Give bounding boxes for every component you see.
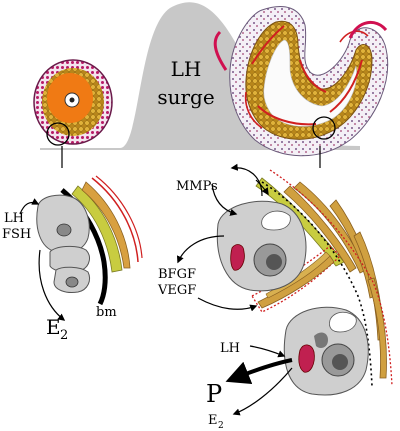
left-e2-subscript: 2	[60, 328, 68, 343]
vessel-red-1	[251, 25, 363, 126]
right-e2-label: E	[208, 413, 218, 428]
preovulatory-follicle	[33, 59, 113, 146]
bfgf-label: BFGF	[158, 267, 196, 282]
vessel-dotted-1	[269, 169, 393, 387]
ruptured-follicle	[213, 6, 389, 157]
basement-membrane-label: bm	[96, 305, 117, 320]
mmps-label: MMPs	[176, 179, 218, 194]
mitochondria-upper	[230, 244, 245, 271]
lh-arrow	[249, 345, 286, 358]
theca-cell-5	[367, 277, 387, 379]
mmps-to-band-arrow	[255, 179, 269, 196]
lh-surge-label-line1: LH	[171, 57, 202, 81]
e2-arrow	[38, 249, 66, 321]
lh-surge-label-line2: surge	[157, 85, 214, 109]
theca-cell-3	[329, 199, 377, 299]
vegf-label: VEGF	[157, 283, 196, 298]
left-e2-label: E	[46, 315, 61, 339]
golgi-upper	[261, 210, 291, 231]
stroma-band-olive	[71, 185, 123, 273]
ruptured-theca-edge	[213, 30, 228, 71]
growth-factor-arrow	[176, 235, 225, 264]
right-lh-label: LH	[220, 341, 240, 356]
right-e2-subscript: 2	[218, 421, 224, 431]
left-lh-label: LH	[4, 211, 24, 226]
growth-factor-out-arrow	[197, 297, 258, 312]
right-detail	[176, 163, 393, 416]
right-zoom-circle	[312, 116, 336, 140]
theca-band-tan	[81, 181, 131, 269]
hormone-arrow	[19, 198, 40, 215]
progesterone-arrow	[225, 358, 293, 385]
e2-arrow-right	[232, 367, 293, 416]
mmps-arrow-out	[211, 183, 238, 216]
golgi-lower	[329, 311, 357, 333]
theca-cell-1	[283, 185, 357, 273]
left-fsh-label: FSH	[2, 227, 31, 242]
lh-surge-curve	[40, 2, 360, 151]
left-zoom-circle	[46, 122, 70, 146]
progesterone-label: P	[206, 380, 222, 408]
mmps-arrow-in	[230, 163, 263, 197]
left-detail	[19, 175, 143, 321]
mitochondria-lower	[298, 344, 315, 373]
